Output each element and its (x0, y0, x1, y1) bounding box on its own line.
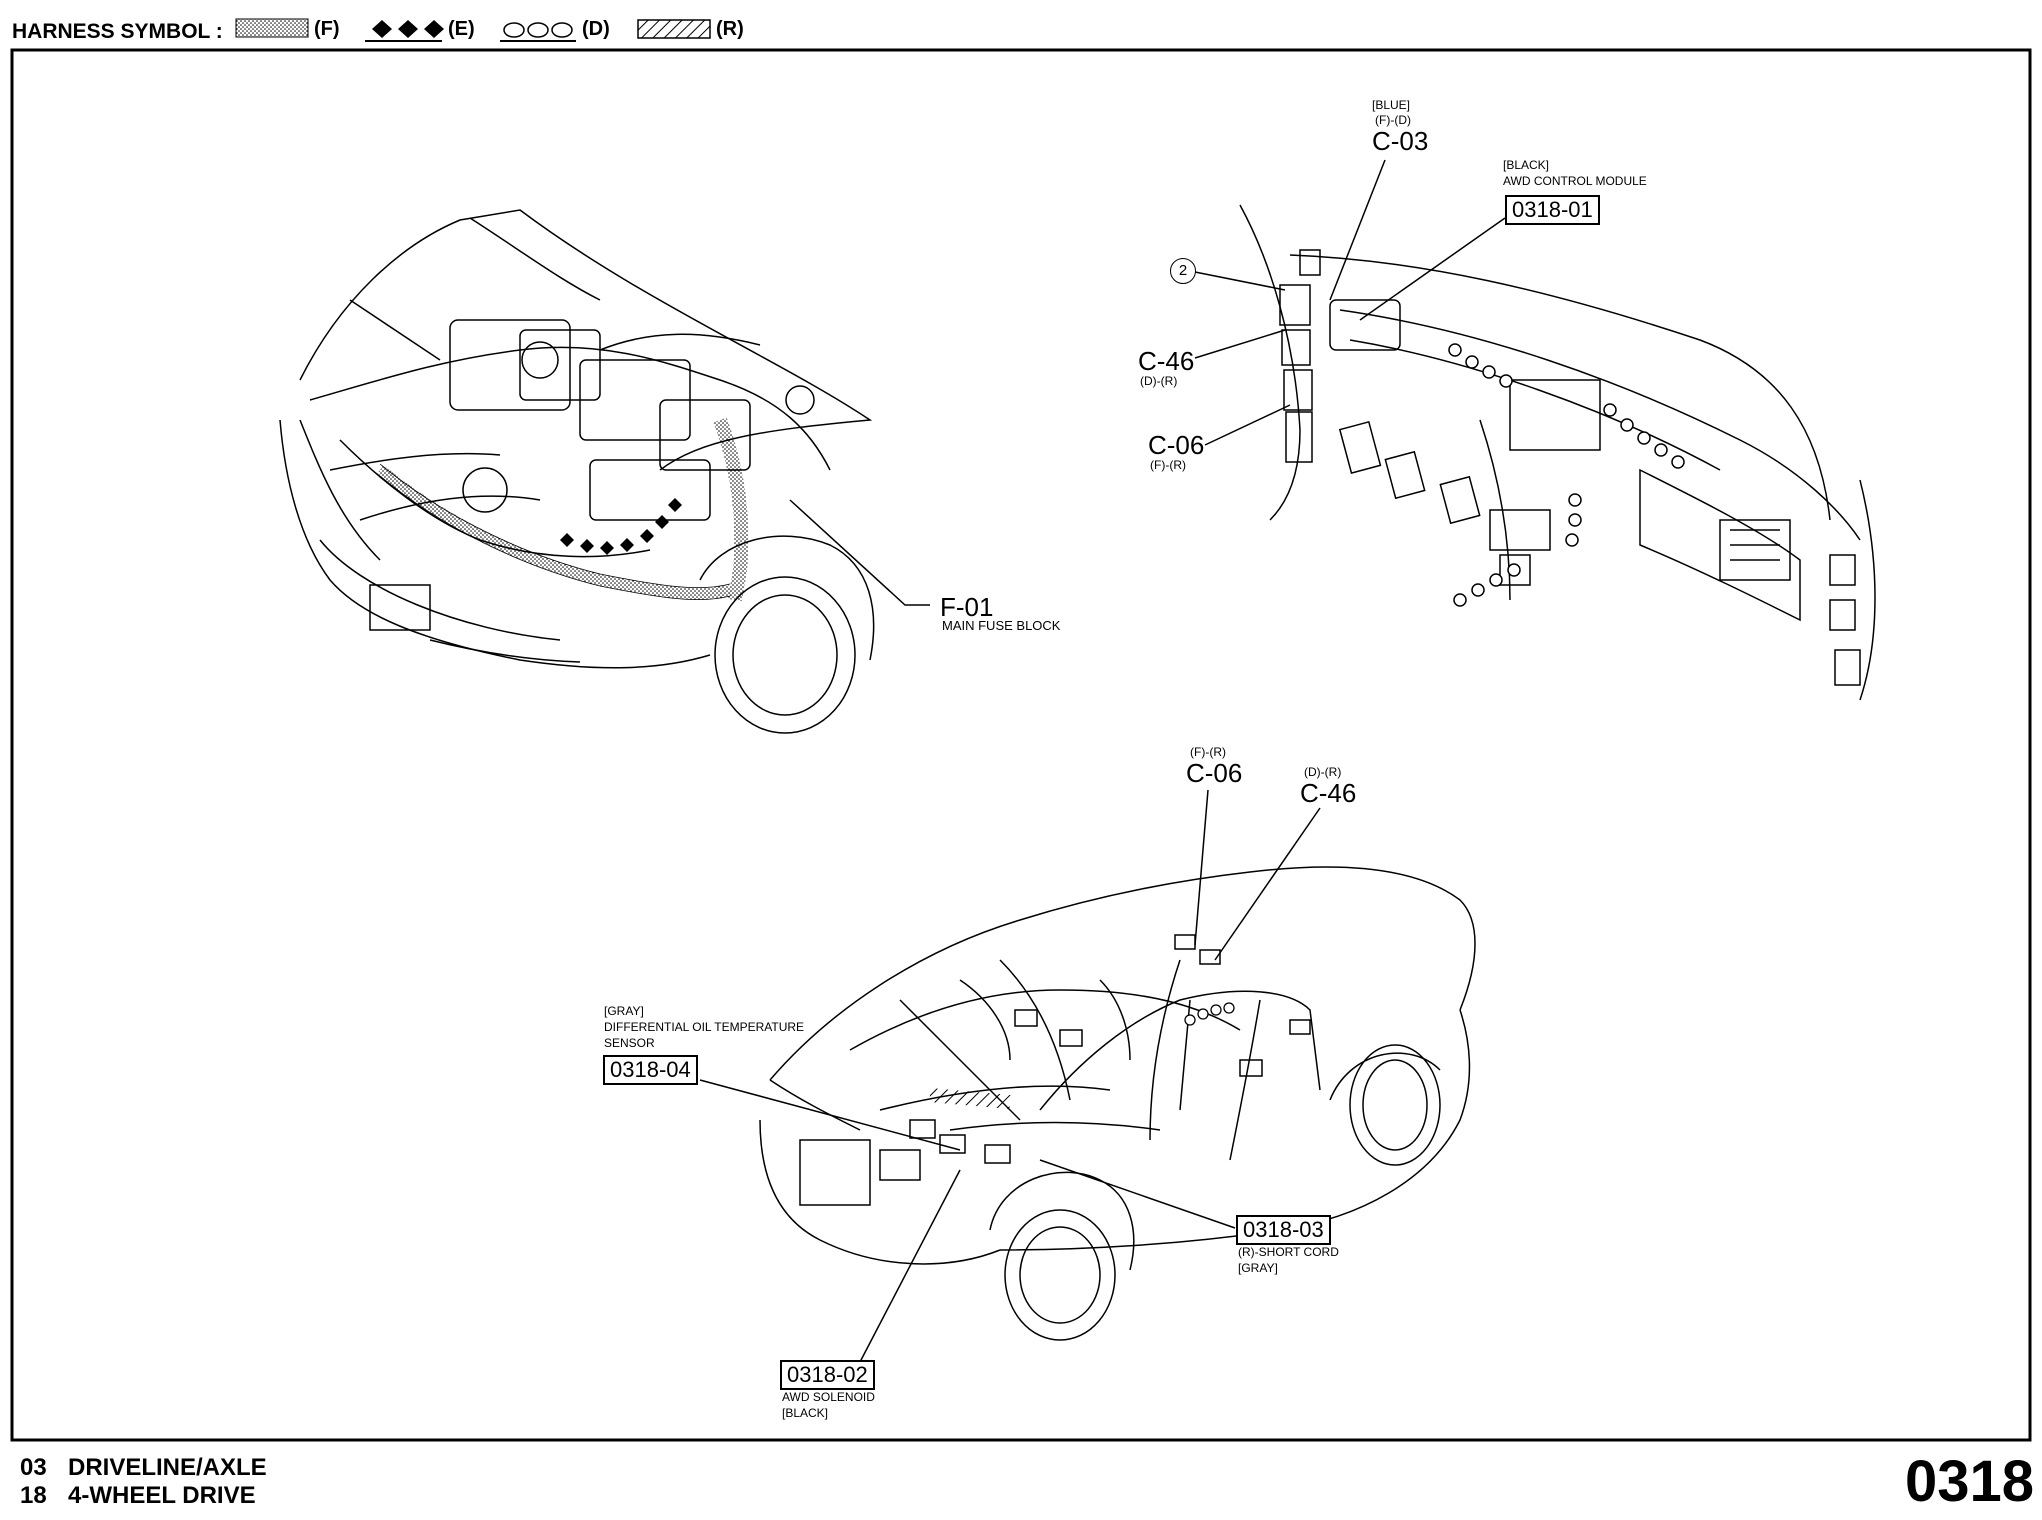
c46-bottom-leader (1214, 807, 1321, 961)
harness-f-band-front (376, 465, 732, 600)
short-cord-leader (1039, 1159, 1236, 1229)
legend-code-f: (F) (314, 18, 340, 40)
c06-top-code: C-06 (1148, 430, 1205, 460)
short-cord-color: [GRAY] (1238, 1261, 1278, 1275)
page-frame (10, 48, 2032, 1442)
c46-bottom-code: C-46 (1300, 778, 1357, 808)
c03-top-harness: (F)-(D) (1375, 113, 1411, 127)
c46-top-code: C-46 (1138, 346, 1195, 376)
legend-label: HARNESS SYMBOL : (12, 20, 223, 43)
awd-solenoid-desc: AWD SOLENOID (782, 1390, 875, 1404)
awd-module-color: [BLACK] (1503, 158, 1550, 172)
legend-code-d: (D) (582, 18, 610, 40)
c03-top-code: C-03 (1372, 126, 1429, 156)
marker-2-leader (1194, 271, 1286, 291)
legend-swatch-dotted (235, 18, 309, 38)
harness-d-chain-roof (1184, 1002, 1235, 1026)
diff-sensor-code: 0318-04 (603, 1055, 698, 1085)
legend-swatch-hatched (637, 19, 711, 39)
f01-leader (789, 499, 930, 606)
diff-sensor-leader (699, 1079, 961, 1151)
c03-top-color: [BLUE] (1372, 98, 1411, 112)
awd-solenoid-leader (859, 1169, 961, 1363)
short-cord-code: 0318-03 (1236, 1215, 1331, 1245)
c03-top-leader (1329, 159, 1386, 301)
diff-sensor-desc2: SENSOR (604, 1036, 655, 1050)
footer-section-num: 03 (20, 1454, 47, 1481)
legend-code-e: (E) (448, 18, 475, 40)
footer-subsection-num: 18 (20, 1482, 47, 1509)
footer-subsection-title: 4-WHEEL DRIVE (68, 1482, 256, 1509)
engine-bay-illustration (279, 209, 875, 734)
harness-f-band-side (713, 417, 749, 602)
f01-desc: MAIN FUSE BLOCK (942, 618, 1061, 633)
legend-swatch-diamonds (365, 20, 444, 42)
diff-sensor-color: [GRAY] (604, 1004, 644, 1018)
page-number: 0318 (1905, 1449, 2035, 1514)
marker-2: 2 (1170, 258, 1196, 284)
c06-top-harness: (F)-(R) (1150, 458, 1186, 472)
legend-swatches (235, 18, 711, 42)
c46-bottom-harness: (D)-(R) (1304, 765, 1342, 779)
harness-e-chain (560, 498, 682, 555)
awd-module-desc: AWD CONTROL MODULE (1503, 174, 1647, 188)
c06-bottom-harness: (F)-(R) (1190, 745, 1226, 759)
legend-swatch-circles (500, 22, 576, 42)
awd-module-leader (1359, 217, 1506, 321)
diff-sensor-desc1: DIFFERENTIAL OIL TEMPERATURE (604, 1020, 805, 1034)
awd-solenoid-color: [BLACK] (782, 1406, 829, 1420)
awd-module-code: 0318-01 (1505, 195, 1600, 225)
c46-top-leader (1194, 329, 1286, 359)
c06-top-leader (1204, 404, 1291, 446)
harness-d-chain (1448, 343, 1685, 607)
awd-solenoid-code: 0318-02 (780, 1360, 875, 1390)
footer-section-title: DRIVELINE/AXLE (68, 1454, 267, 1481)
c06-bottom-leader (1194, 789, 1209, 946)
legend-code-r: (R) (716, 18, 744, 40)
f01-code: F-01 (940, 592, 994, 622)
vehicle-body-illustration (759, 866, 1476, 1341)
c06-bottom-code: C-06 (1186, 758, 1243, 788)
harness-r-band (929, 1088, 1011, 1109)
c46-top-harness: (D)-(R) (1140, 374, 1178, 388)
short-cord-desc: (R)-SHORT CORD (1238, 1245, 1339, 1259)
dashboard-illustration (1239, 204, 1876, 701)
